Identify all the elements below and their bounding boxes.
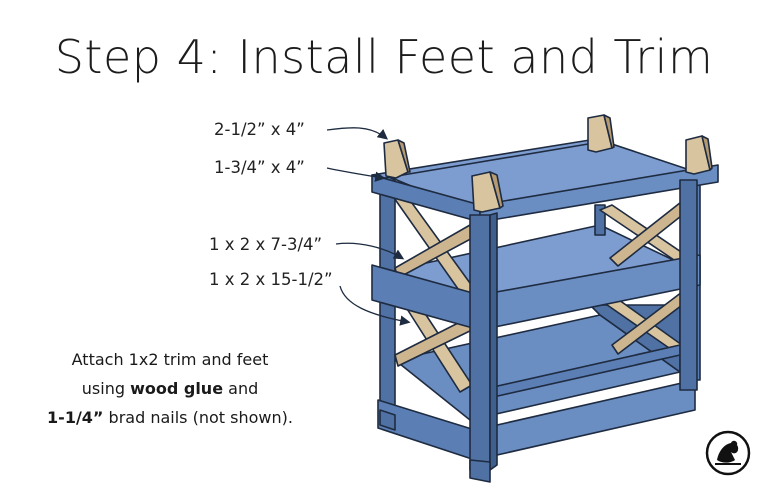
nail-size-text: 1-1/4” [47,408,104,427]
foot-front-center [471,171,501,213]
leader-trim-short [335,242,405,260]
trim-short-dimension-label: 1 x 2 x 7-3/4” [209,235,323,254]
woodworker-logo-icon [705,430,751,476]
foot-front-right-side [701,135,713,171]
foot-back-center-side [603,114,615,149]
leader-trim-long [339,285,411,326]
foot-front-center-side [489,171,504,209]
instruction-line-2: using wood glue and [81,379,259,398]
foot-back-left-side [397,139,411,173]
leader-feet-bottom [326,167,386,182]
feet-top-dimension-label: 2-1/2” x 4” [214,120,305,139]
instruction-line-3: 1-1/4” brad nails (not shown). [47,408,293,427]
front-center-leg [469,214,491,471]
trim-long-dimension-label: 1 x 2 x 15-1/2” [209,270,333,289]
page-title: Step 4: Install Feet and Trim [54,30,714,84]
instruction-note: Attach 1x2 trim and feet using wood glue… [40,345,300,432]
base-front [469,459,491,483]
feet-bottom-dimension-label: 1-3/4” x 4” [214,158,305,177]
leader-feet-top [326,127,389,140]
instruction-line-1: Attach 1x2 trim and feet [71,350,269,369]
foot-back-left [383,139,409,179]
front-right-leg [679,179,698,391]
base-left [379,409,396,431]
front-center-leg-side [489,212,498,471]
wood-glue-text: wood glue [130,379,224,398]
